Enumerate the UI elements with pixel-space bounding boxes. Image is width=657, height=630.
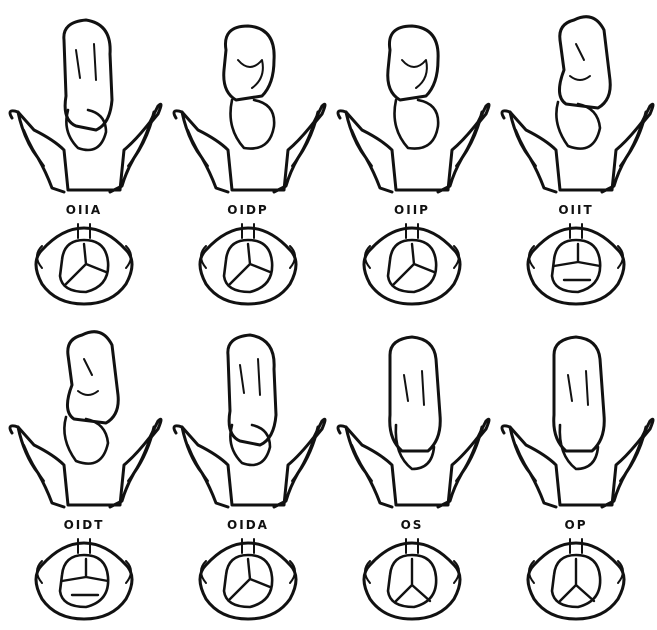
left-ilium — [18, 112, 64, 192]
fetal-body — [559, 17, 610, 108]
fetal-body — [228, 335, 276, 445]
fetal-body — [224, 26, 274, 100]
fetus-pelvis-illustration — [330, 0, 494, 315]
fetus-pelvis-illustration — [494, 0, 657, 315]
position-label: OIIT — [494, 203, 657, 217]
pubic-symphysis — [406, 224, 418, 238]
right-ilium-inner — [456, 443, 476, 481]
head-sutures — [560, 559, 594, 601]
panel-os: OS — [330, 315, 494, 630]
position-label: OIIA — [2, 203, 166, 217]
left-ilium — [510, 112, 556, 192]
fetus-pelvis-illustration — [330, 315, 494, 630]
pubic-symphysis — [242, 539, 254, 553]
left-ilium — [182, 427, 228, 507]
left-ilium-inner — [516, 130, 536, 166]
fetal-head — [396, 425, 434, 469]
fetal-body — [390, 337, 441, 451]
head-sutures — [230, 559, 270, 599]
inlet-side-notches — [529, 246, 623, 268]
panel-op: OP — [494, 315, 657, 630]
pubic-symphysis — [570, 539, 582, 553]
fetal-limbs — [568, 371, 588, 405]
right-ilium-inner — [292, 128, 312, 166]
left-ilium — [18, 427, 64, 507]
fetal-limbs — [76, 44, 96, 80]
position-label: OP — [494, 518, 657, 532]
right-ilium-inner — [620, 443, 640, 481]
fetal-limbs — [570, 44, 590, 80]
position-label: OIDA — [166, 518, 330, 532]
position-label: OIIP — [330, 203, 494, 217]
head-sutures — [66, 244, 106, 284]
fetal-limbs — [240, 359, 260, 395]
fetal-limbs — [238, 60, 263, 88]
left-ilium — [346, 427, 392, 507]
left-ilium-inner — [24, 445, 44, 481]
right-ilium-inner — [128, 443, 148, 481]
right-ilium-inner — [292, 443, 312, 481]
left-ilium-inner — [188, 130, 208, 166]
head-sutures — [554, 244, 600, 280]
right-ilium-inner — [128, 128, 148, 166]
fetal-head — [231, 100, 275, 149]
head-sutures — [230, 244, 270, 284]
fetal-body — [64, 20, 112, 130]
panel-oiit: OIIT — [494, 0, 657, 315]
fetus-pelvis-illustration — [166, 0, 330, 315]
fetal-body — [388, 26, 438, 100]
left-ilium — [346, 112, 392, 192]
position-label: OIDT — [2, 518, 166, 532]
fetal-head — [64, 417, 108, 464]
fetal-head — [230, 425, 270, 465]
fetal-head — [556, 102, 600, 149]
fetus-pelvis-illustration — [494, 315, 657, 630]
panel-oiip: OIIP — [330, 0, 494, 315]
left-ilium-inner — [352, 130, 372, 166]
panel-oidt: OIDT — [2, 315, 166, 630]
left-ilium-inner — [352, 445, 372, 481]
inlet-side-notches — [37, 561, 131, 583]
panel-oiia: OIIA — [2, 0, 166, 315]
left-ilium — [182, 112, 228, 192]
fetus-pelvis-illustration — [2, 0, 166, 315]
left-ilium — [510, 427, 556, 507]
fetal-head — [66, 110, 106, 150]
panel-oida: OIDA — [166, 315, 330, 630]
fetal-body — [67, 332, 118, 423]
left-ilium-inner — [188, 445, 208, 481]
pubic-symphysis — [242, 224, 254, 238]
head-sutures — [396, 559, 430, 601]
fetal-head — [560, 425, 598, 469]
pubic-symphysis — [78, 224, 90, 238]
panel-oidp: OIDP — [166, 0, 330, 315]
right-ilium-inner — [620, 128, 640, 166]
right-ilium-inner — [456, 128, 476, 166]
fetal-limbs — [78, 359, 98, 395]
fetal-body — [554, 337, 605, 451]
left-ilium-inner — [24, 130, 44, 166]
fetal-head — [395, 100, 439, 149]
pubic-symphysis — [570, 224, 582, 238]
position-label: OIDP — [166, 203, 330, 217]
fetal-limbs — [404, 371, 424, 405]
fetal-limbs — [402, 60, 427, 88]
head-sutures — [394, 244, 434, 284]
pubic-symphysis — [406, 539, 418, 553]
fetus-pelvis-illustration — [2, 315, 166, 630]
position-label: OS — [330, 518, 494, 532]
fetus-pelvis-illustration — [166, 315, 330, 630]
left-ilium-inner — [516, 445, 536, 481]
head-sutures — [62, 559, 108, 595]
pubic-symphysis — [78, 539, 90, 553]
